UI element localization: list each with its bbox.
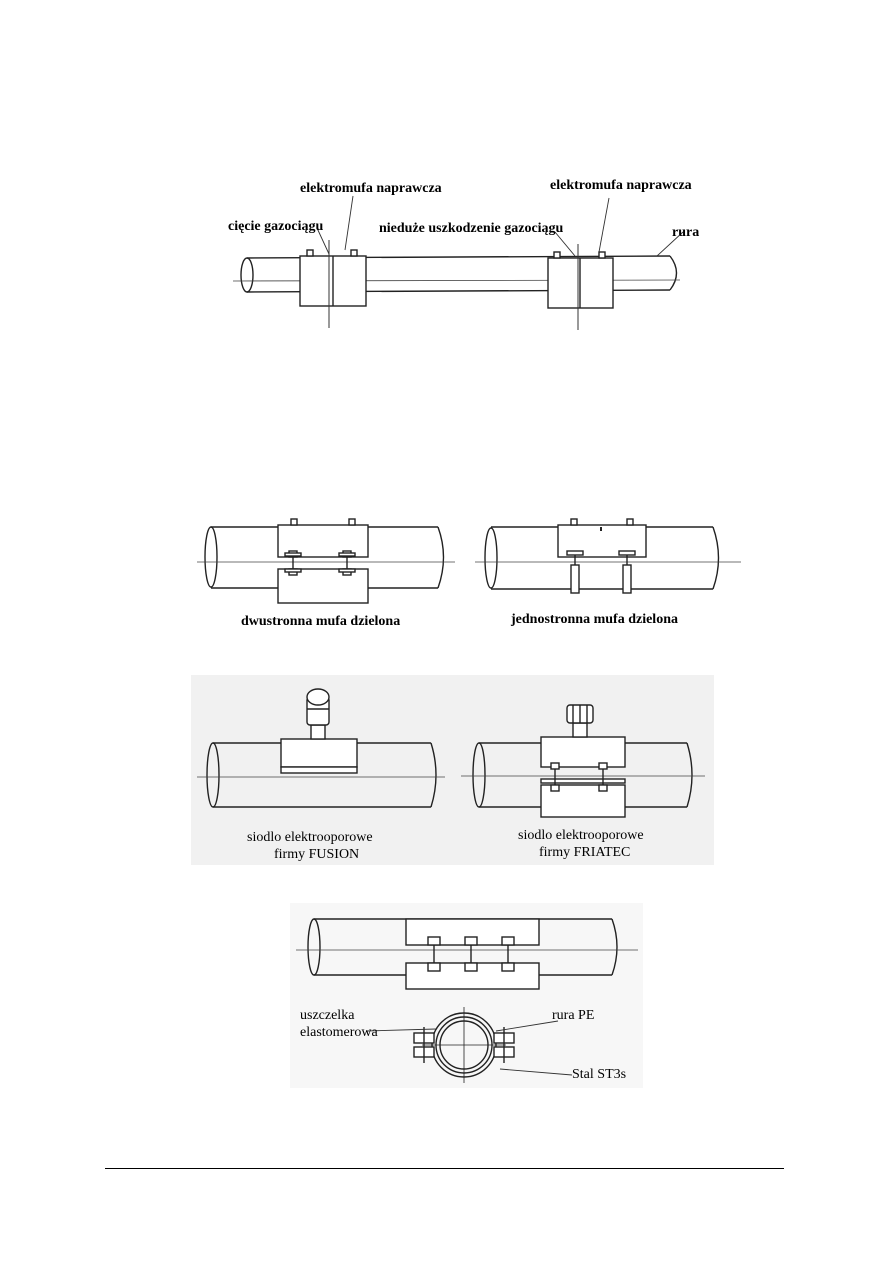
label-gasket-line2: elastomerowa bbox=[300, 1025, 379, 1040]
figure-steel-clamp: uszczelka elastomerowa rura PE Stal ST3s bbox=[290, 903, 643, 1088]
label-pe-pipe: rura PE bbox=[672, 225, 700, 240]
figure-electrofusion-repair-couplers: elektromufa naprawcza cięcie gazociągu n… bbox=[225, 170, 700, 340]
label-fusion-line2: firmy FUSION bbox=[274, 847, 359, 862]
label-friatec-line1: siodlo elektrooporowe bbox=[518, 828, 644, 843]
double-split-coupler bbox=[277, 518, 369, 604]
label-steel: Stal ST3s bbox=[572, 1067, 626, 1082]
clamp-cross-section bbox=[413, 1007, 515, 1083]
label-gasket-line1: uszczelka bbox=[300, 1008, 355, 1023]
label-repair-coupler-right: elektromufa naprawcza bbox=[550, 178, 692, 193]
right-repair-coupler bbox=[547, 251, 614, 309]
label-clamp-pe-pipe: rura PE bbox=[552, 1008, 594, 1023]
label-repair-coupler-left: elektromufa naprawcza bbox=[300, 181, 442, 196]
label-single-split: jednostronna mufa dzielona bbox=[510, 612, 678, 627]
figure-split-couplers: dwustronna mufa dzielona jednostronna mu… bbox=[193, 505, 753, 640]
footer-rule bbox=[105, 1168, 784, 1169]
label-double-split: dwustronna mufa dzielona bbox=[241, 614, 400, 629]
left-repair-coupler bbox=[299, 249, 367, 307]
label-pipeline-cut: cięcie gazociągu bbox=[228, 219, 323, 234]
figure-electrofusion-saddles: siodlo elektrooporowe firmy FUSION siodl… bbox=[191, 675, 714, 865]
figure-2-drawing: dwustronna mufa dzielona jednostronna mu… bbox=[197, 518, 741, 629]
figure-3-drawing: siodlo elektrooporowe firmy FUSION siodl… bbox=[197, 688, 705, 862]
fusion-saddle bbox=[280, 688, 358, 774]
clamp-leader-lines bbox=[365, 1020, 573, 1076]
leader-lines bbox=[316, 195, 684, 257]
label-friatec-line2: firmy FRIATEC bbox=[539, 845, 630, 860]
steel-clamp-halves bbox=[405, 918, 540, 990]
figure-1-drawing: elektromufa naprawcza cięcie gazociągu n… bbox=[228, 178, 700, 330]
label-minor-damage: nieduże uszkodzenie gazociągu bbox=[379, 221, 564, 236]
figure-4-drawing: uszczelka elastomerowa rura PE Stal ST3s bbox=[296, 918, 638, 1083]
friatec-saddle bbox=[540, 704, 626, 818]
label-fusion-line1: siodlo elektrooporowe bbox=[247, 830, 373, 845]
